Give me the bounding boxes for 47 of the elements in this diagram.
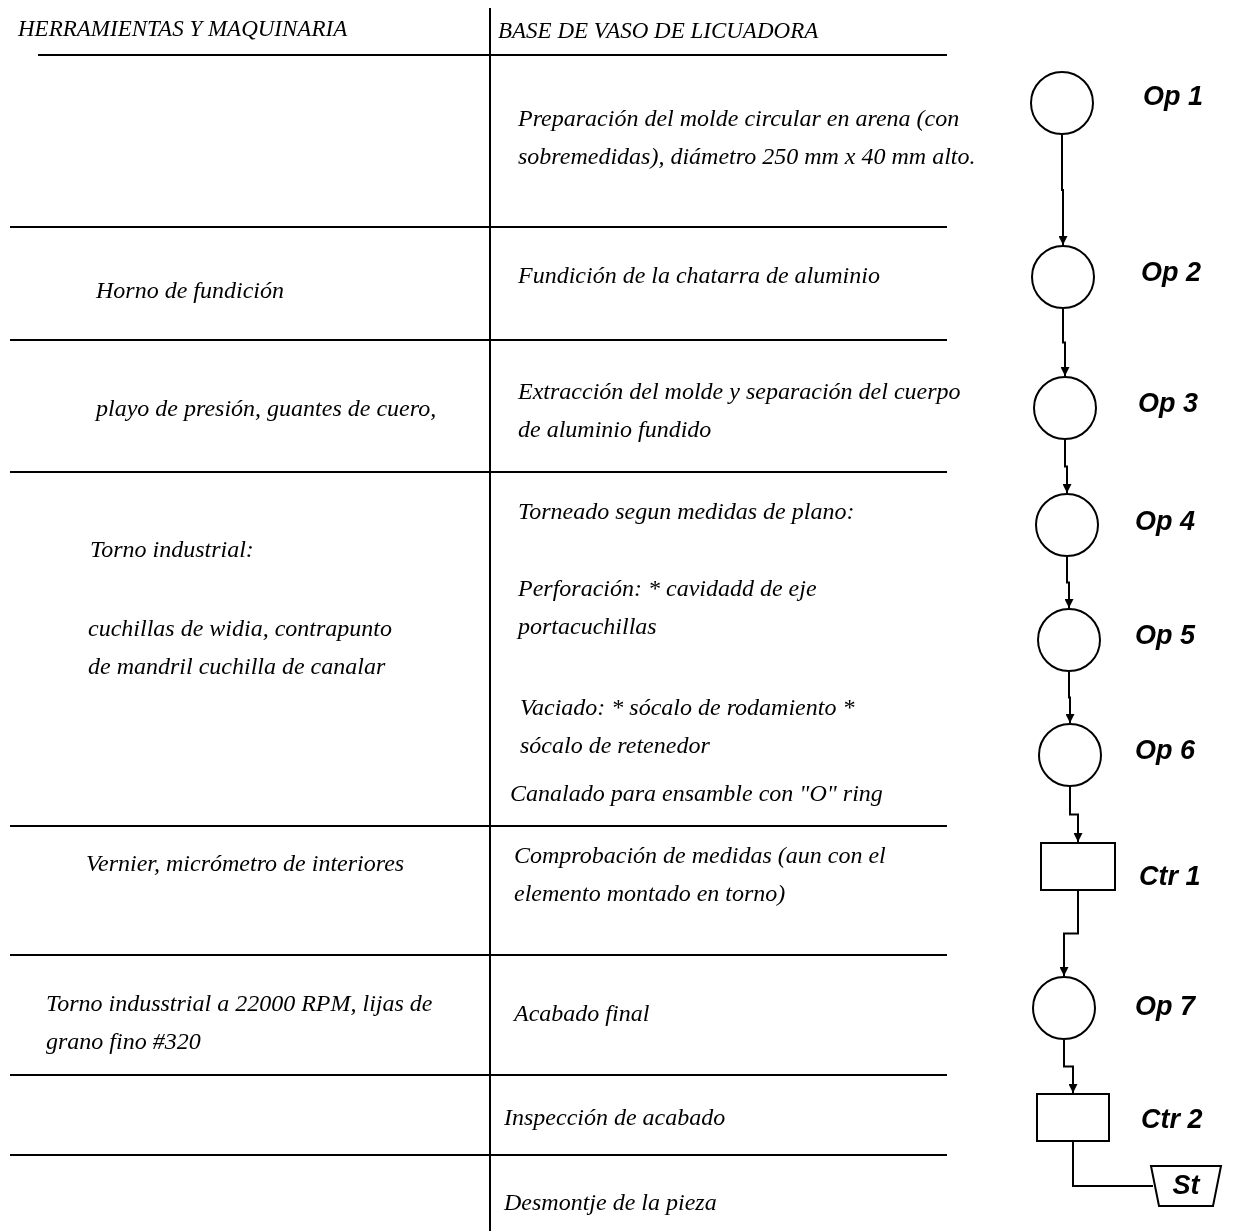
table-text: Torno indusstrial a 22000 RPM, lijas de grano fino #320 — [46, 989, 434, 1056]
table-text: Acabado final — [514, 999, 651, 1028]
flow-arrow — [1069, 786, 1083, 843]
inspection-box — [1036, 1093, 1110, 1142]
storage-trapezoid: St — [1150, 1165, 1222, 1207]
operation-circle — [1038, 723, 1102, 787]
table-text: Vernier, micrómetro de interiores — [86, 849, 406, 878]
operation-circle — [1035, 493, 1099, 557]
table-text: Canalado para ensamble con "O" ring — [510, 779, 884, 808]
step-label: Op 5 — [1135, 619, 1195, 651]
step-label: Op 3 — [1138, 387, 1198, 419]
table-text: Desmontje de la pieza — [504, 1188, 718, 1217]
table-text: cuchillas de widia, contrapunto de mandril cuchilla de canalar — [88, 614, 393, 681]
table-text: Vaciado: * sócalo de rodamiento * sócalo de retenedor — [520, 693, 855, 760]
operation-circle — [1031, 245, 1095, 309]
step-label: Ctr 2 — [1141, 1103, 1203, 1135]
flow-arrow — [1064, 556, 1074, 609]
table-text: Comprobación de medidas (aun con el elemento montado en torno) — [514, 841, 887, 908]
step-label: Op 1 — [1143, 80, 1203, 112]
operation-circle — [1032, 976, 1096, 1040]
operation-circle — [1033, 376, 1097, 440]
inspection-box — [1040, 842, 1116, 891]
table-text: Preparación del molde circular en arena (con sobremedidas), diámetro 250 mm x 40 mm alto. — [518, 104, 977, 171]
table-text: Inspección de acabado — [504, 1103, 727, 1132]
step-label: Ctr 1 — [1139, 860, 1201, 892]
table-text: playo de presión, guantes de cuero, — [96, 394, 438, 423]
step-label: Op 6 — [1135, 734, 1195, 766]
flow-arrow — [1065, 671, 1075, 724]
column-header: HERRAMIENTAS Y MAQUINARIA — [18, 15, 349, 43]
operation-circle — [1030, 71, 1094, 135]
step-label: Op 4 — [1135, 505, 1195, 537]
table-text: Perforación: * cavidadd de eje portacuchillas — [518, 574, 818, 641]
flow-arrow — [1063, 1039, 1078, 1094]
table-text: Horno de fundición — [96, 276, 285, 305]
table-text: Torneado segun medidas de plano: — [518, 497, 856, 526]
flow-arrow — [1060, 308, 1070, 377]
flow-arrow — [1058, 134, 1068, 246]
step-label: Op 7 — [1135, 990, 1195, 1022]
table-text: Fundición de la chatarra de aluminio — [518, 261, 881, 290]
flow-arrow — [1059, 890, 1079, 977]
flow-line — [1072, 1141, 1154, 1187]
column-header: BASE DE VASO DE LICUADORA — [498, 17, 820, 45]
step-label: Op 2 — [1141, 256, 1201, 288]
operation-circle — [1037, 608, 1101, 672]
flow-arrow — [1062, 439, 1072, 494]
table-text: Torno industrial: — [90, 535, 255, 564]
table-text: Extracción del molde y separación del cuerpo de aluminio fundido — [518, 377, 962, 444]
